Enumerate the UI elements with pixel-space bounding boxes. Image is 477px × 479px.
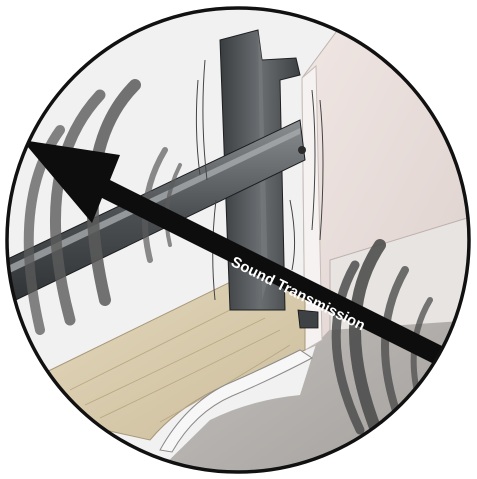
- screw-head: [298, 146, 306, 154]
- clip-bracket: [298, 310, 318, 328]
